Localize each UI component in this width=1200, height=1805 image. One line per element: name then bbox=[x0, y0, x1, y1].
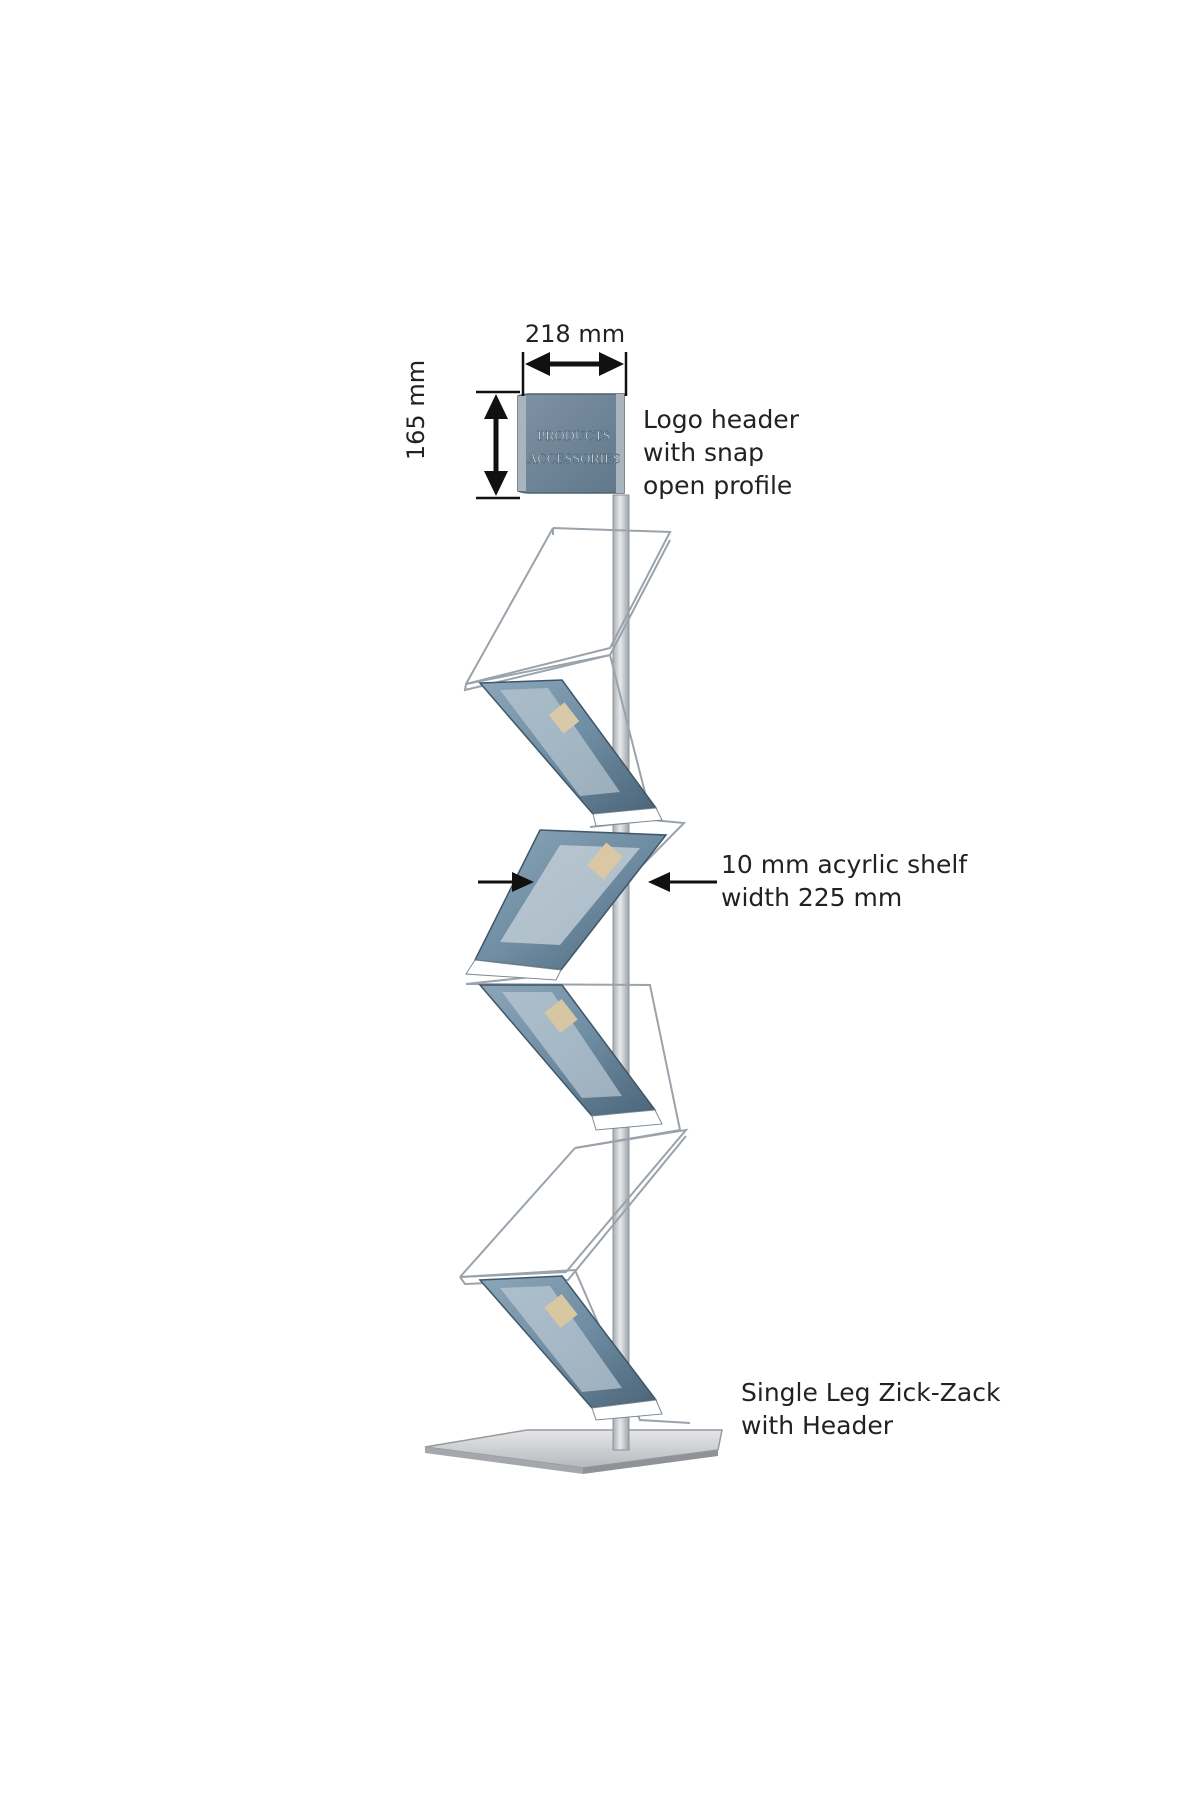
callout-line: width 225 mm bbox=[721, 883, 903, 912]
header-sign-line2: ACCESSORIES bbox=[527, 452, 620, 467]
header-height-label: 165 mm bbox=[402, 359, 430, 461]
arrow-left-icon bbox=[525, 352, 550, 376]
arrow-right-icon bbox=[599, 352, 624, 376]
brochure-2 bbox=[465, 829, 668, 981]
callout-line: Logo header bbox=[643, 405, 799, 434]
width-dimension bbox=[521, 352, 628, 396]
header-width-label: 218 mm bbox=[524, 320, 626, 348]
callout-line: with snap bbox=[643, 438, 765, 467]
arrow-right-icon bbox=[512, 872, 534, 892]
shelf-callout: 10 mm acyrlic shelf width 225 mm bbox=[721, 848, 967, 914]
brochure-3 bbox=[478, 984, 663, 1131]
height-dimension bbox=[476, 390, 520, 500]
header-sign: PRODUCTS ACCESSORIES bbox=[517, 393, 625, 494]
brochure-4 bbox=[478, 1275, 663, 1421]
callout-line: 10 mm acyrlic shelf bbox=[721, 850, 968, 879]
header-sign-line1: PRODUCTS bbox=[537, 429, 610, 444]
brochure-1 bbox=[478, 679, 663, 827]
callout-line: open profile bbox=[643, 471, 793, 500]
base-plate bbox=[424, 1429, 723, 1474]
product-title-callout: Single Leg Zick-Zack with Header bbox=[741, 1376, 1000, 1442]
callout-line: with Header bbox=[741, 1411, 894, 1440]
shelf-width-indicator bbox=[478, 872, 717, 892]
header-callout: Logo header with snap open profile bbox=[643, 403, 799, 502]
arrow-down-icon bbox=[484, 471, 508, 496]
arrow-up-icon bbox=[484, 394, 508, 419]
arrow-left-icon bbox=[648, 872, 670, 892]
callout-line: Single Leg Zick-Zack bbox=[741, 1378, 1001, 1407]
